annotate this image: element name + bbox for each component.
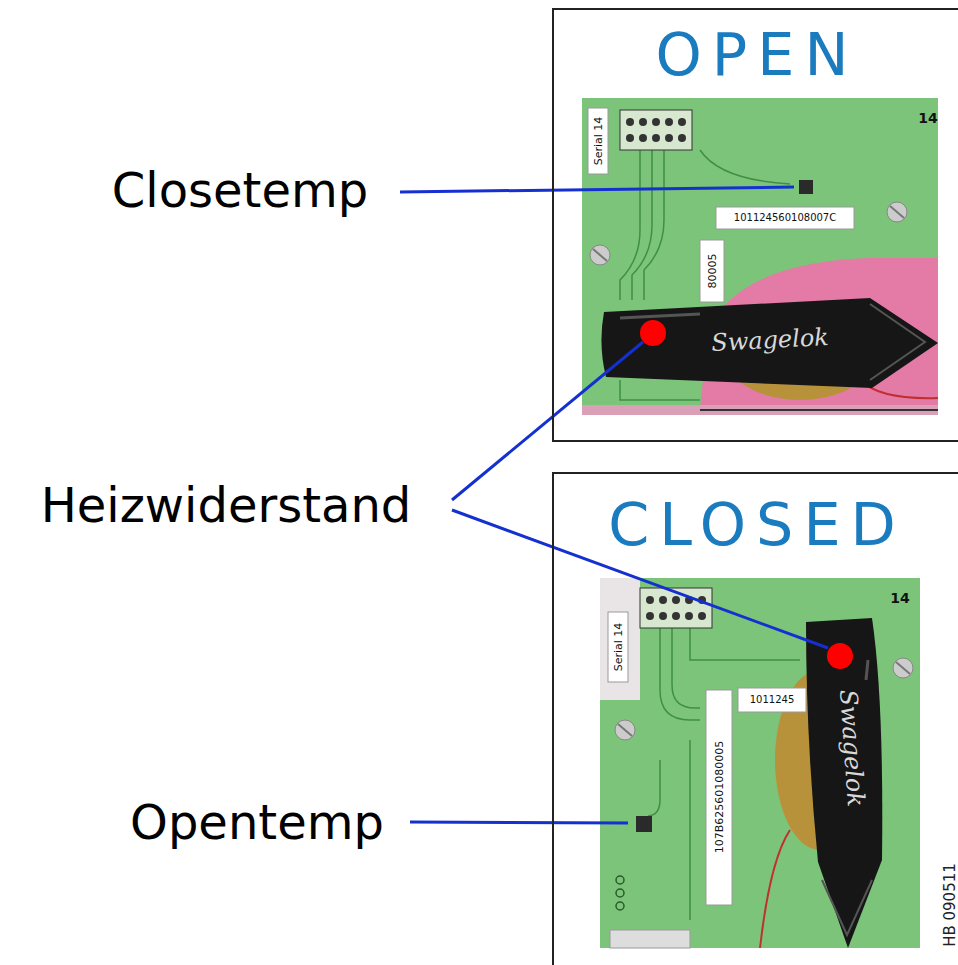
open-photo xyxy=(620,314,700,318)
heater-dot xyxy=(640,320,666,346)
open-photo xyxy=(582,98,938,415)
open-photo xyxy=(620,150,640,300)
closed-photo xyxy=(698,612,706,620)
open-photo xyxy=(644,150,664,300)
open-photo xyxy=(870,304,925,380)
closed-photo xyxy=(600,578,920,948)
sticker-code: 1011245 xyxy=(750,695,795,705)
valve-handle xyxy=(806,618,882,948)
closed-photo xyxy=(760,830,790,948)
open-photo xyxy=(652,134,660,142)
open-photo xyxy=(652,118,660,126)
open-photo xyxy=(590,245,610,265)
open-photo xyxy=(700,409,938,411)
heater-dot xyxy=(827,643,853,669)
open-photo xyxy=(620,110,692,150)
closed-photo xyxy=(600,578,640,700)
board-label: Serial 14 xyxy=(613,623,624,672)
leader-lines xyxy=(452,342,643,500)
open-photo xyxy=(626,134,634,142)
open-photo xyxy=(582,405,938,415)
open-photo xyxy=(665,134,673,142)
open-photo xyxy=(588,108,608,174)
closed-photo xyxy=(616,876,624,884)
open-photo xyxy=(700,240,724,302)
closed-photo xyxy=(659,596,667,604)
board-number: 14 xyxy=(890,591,909,605)
closed-photo xyxy=(646,612,654,620)
open-photo xyxy=(582,98,938,415)
closed-photo xyxy=(648,760,660,816)
closed-photo xyxy=(822,880,872,935)
closed-photo xyxy=(600,578,920,948)
valve-handle xyxy=(601,298,938,388)
closed-photo xyxy=(640,588,712,628)
closed-photo xyxy=(615,720,635,740)
leader-lines xyxy=(400,187,794,192)
open-photo xyxy=(593,249,607,261)
board-label: Serial 14 xyxy=(593,117,604,166)
open-photo xyxy=(620,380,700,400)
open-photo xyxy=(639,134,647,142)
callout-label: Closetemp xyxy=(112,166,368,214)
panel-heading: CLOSED xyxy=(554,496,958,555)
closed-photo xyxy=(738,688,806,712)
closed-photo xyxy=(706,690,732,905)
brand-mark: Swagelok xyxy=(711,325,830,355)
closed-photo xyxy=(608,612,628,682)
sticker-code: 107B625601080005 xyxy=(714,741,725,854)
board-number: 14 xyxy=(918,111,937,125)
panel-heading: OPEN xyxy=(554,26,958,85)
closed-photo xyxy=(866,660,868,680)
photo-panel: CLOSED xyxy=(552,472,958,965)
closed-photo xyxy=(893,658,913,678)
callout-label: Opentemp xyxy=(130,798,384,846)
closed-photo xyxy=(659,612,667,620)
closed-photo xyxy=(672,612,680,620)
open-photo xyxy=(678,134,686,142)
opentemp-chip xyxy=(636,816,652,832)
closed-photo xyxy=(616,876,624,910)
brand-mark: Swagelok xyxy=(836,689,868,808)
sticker-code: 101124560108007C xyxy=(734,213,836,223)
closetemp-chip xyxy=(799,180,813,194)
closed-photo xyxy=(685,612,693,620)
closed-photo xyxy=(896,662,910,674)
open-photo xyxy=(665,118,673,126)
closed-photo xyxy=(618,724,632,736)
open-photo xyxy=(632,150,652,300)
closed-photo xyxy=(672,628,700,708)
open-photo xyxy=(639,118,647,126)
closed-photo xyxy=(689,740,691,920)
open-photo xyxy=(716,207,854,229)
open-photo xyxy=(890,206,904,218)
watermark: HB 090511 xyxy=(943,863,958,947)
closed-photo xyxy=(600,578,920,948)
open-photo xyxy=(700,150,790,184)
closed-photo xyxy=(610,930,690,948)
closed-photo xyxy=(646,596,654,604)
open-photo xyxy=(582,98,938,410)
open-photo xyxy=(887,202,907,222)
closed-photo xyxy=(616,889,624,897)
open-photo xyxy=(626,118,634,126)
sticker-code: 80005 xyxy=(707,254,718,289)
open-photo xyxy=(678,118,686,126)
leader-lines xyxy=(410,822,628,823)
closed-photo xyxy=(616,902,624,910)
callout-label: Heizwiderstand xyxy=(41,481,412,529)
photo-panel: OPEN xyxy=(552,8,958,442)
closed-photo xyxy=(672,596,680,604)
closed-photo xyxy=(660,628,700,720)
open-photo xyxy=(626,118,686,142)
